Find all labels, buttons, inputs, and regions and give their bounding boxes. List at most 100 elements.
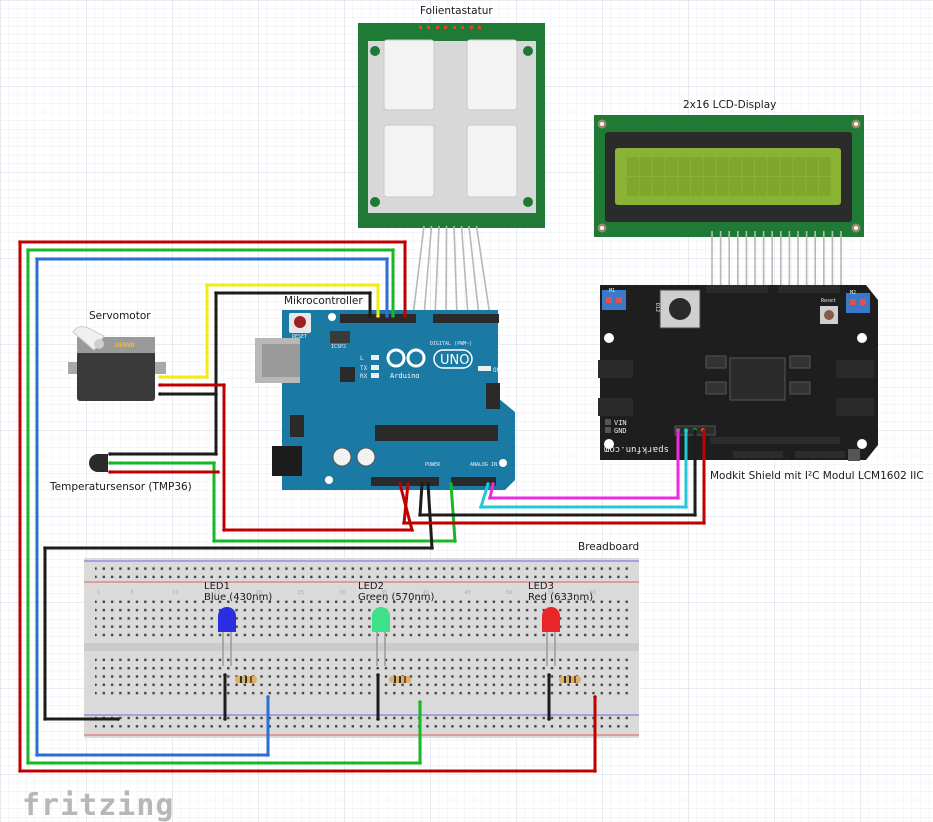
- port-a3: [836, 398, 874, 416]
- wire-shield-sda: [478, 431, 688, 509]
- lcd-cell: [703, 177, 716, 196]
- wire-joint: [385, 257, 389, 261]
- lcd-component[interactable]: 2x16 LCD-Display: [594, 99, 864, 237]
- wire-joint: [402, 521, 406, 525]
- wire-joint: [702, 429, 706, 433]
- wire-joint: [430, 546, 434, 550]
- lcd-cell: [652, 157, 665, 176]
- lcd-cell: [652, 177, 665, 196]
- lcd-cell: [806, 177, 818, 196]
- keypad-key-4[interactable]: [466, 124, 518, 198]
- lcd-cell: [639, 157, 652, 176]
- keypad-pin-wire: [423, 225, 433, 317]
- wire-joint: [18, 769, 22, 773]
- terminal-m1: [602, 290, 626, 310]
- lcd-cell: [639, 177, 652, 196]
- keypad-key-3[interactable]: [383, 124, 435, 198]
- led-label-l: L: [360, 355, 364, 362]
- lcd-cell: [742, 177, 754, 196]
- servo-component[interactable]: Servomotor SERVO: [68, 310, 166, 401]
- wire-led1-blue: [35, 257, 389, 757]
- wire-joint: [205, 375, 209, 379]
- lcd-cell: [716, 177, 729, 196]
- resistor-band: [394, 676, 396, 683]
- lcd-cell: [665, 157, 678, 176]
- wire-joint: [547, 717, 551, 721]
- breadboard-upper-terminals: [95, 597, 630, 640]
- lcd-cell: [767, 177, 780, 196]
- led-name-label: LED2: [358, 581, 384, 592]
- keypad-pin-wire: [468, 225, 480, 317]
- led-1-body: [218, 607, 236, 632]
- keypad-mount-hole: [523, 197, 533, 207]
- breadboard-tick-label: 25: [297, 590, 303, 596]
- wire-joint: [684, 429, 688, 433]
- resistor-band: [399, 676, 401, 683]
- resistor-band: [564, 676, 566, 683]
- resistor-band: [250, 676, 252, 683]
- arduino-component[interactable]: Mikrocontroller RESET ICSP2 DIGITAL (PWM…: [255, 295, 515, 490]
- breadboard-tick-label: 30: [339, 590, 345, 596]
- port-a0: [598, 360, 633, 378]
- wire-shield-gnd: [418, 431, 697, 517]
- shield-chip: [729, 357, 786, 401]
- shield-brand: sparkfun.com: [604, 444, 669, 454]
- lcd-cell: [627, 157, 639, 176]
- lcd-cell: [665, 177, 678, 196]
- wire-joint: [486, 482, 490, 486]
- lcd-cell: [742, 157, 754, 176]
- breadboard-tick-label: 40: [423, 590, 429, 596]
- lcd-cell: [819, 177, 831, 196]
- lcd-cell: [806, 157, 818, 176]
- keypad-pin-wire: [445, 225, 448, 317]
- keypad-component[interactable]: Folientastatur: [358, 5, 545, 228]
- keypad-mount-hole: [523, 46, 533, 56]
- keypad-key-2[interactable]: [466, 39, 518, 111]
- keypad-pin-wires: [412, 225, 491, 317]
- digital-header-2: [433, 314, 499, 323]
- wire-joint: [108, 452, 112, 456]
- wire-joint: [693, 429, 697, 433]
- wire-joint: [216, 470, 220, 474]
- wire-joint: [398, 482, 402, 486]
- lcd-cell: [729, 177, 742, 196]
- tmp36-body: [89, 454, 108, 472]
- wire-joint: [693, 513, 697, 517]
- icsp2-label: ICSP2: [331, 344, 346, 350]
- led-label-tx: TX: [360, 365, 368, 372]
- temp-sensor-label: Temperatursensor (TMP36): [49, 481, 192, 493]
- wire-joint: [403, 240, 407, 244]
- wire-joint: [43, 546, 47, 550]
- wire-joint: [676, 429, 680, 433]
- analog-header-label: ANALOG IN: [470, 462, 497, 468]
- wire-joint: [223, 717, 227, 721]
- wire-joint: [479, 505, 483, 509]
- keypad-pin-wire: [412, 225, 425, 317]
- keypad-connector-dots: [419, 26, 481, 29]
- lcd-cell: [716, 157, 729, 176]
- wire-joint: [410, 528, 414, 532]
- lcd-cell: [755, 177, 767, 196]
- wire-joint: [453, 539, 457, 543]
- wire-joint: [676, 496, 680, 500]
- resistor-band: [404, 676, 406, 683]
- lcd-cell: [691, 157, 703, 176]
- wire-shield-scl: [488, 431, 680, 500]
- wire-joint: [222, 383, 226, 387]
- breadboard-tick-label: 45: [464, 590, 470, 596]
- arduino-brand: Arduino: [390, 372, 420, 380]
- resistor-band: [240, 676, 242, 683]
- lcd-cell: [729, 157, 742, 176]
- resistor-band: [569, 676, 571, 683]
- lcd-cell: [819, 157, 831, 176]
- wire-joint: [426, 482, 430, 486]
- temp-sensor-component[interactable]: Temperatursensor (TMP36): [49, 454, 192, 493]
- digital-header-label: DIGITAL (PWM~): [430, 341, 472, 347]
- analog-header: [451, 477, 496, 486]
- shield-pin-vin: VIN: [614, 419, 627, 427]
- keypad-key-1[interactable]: [383, 39, 435, 111]
- breadboard-bottom-rails: [95, 716, 630, 733]
- icsp2-header: [330, 331, 350, 343]
